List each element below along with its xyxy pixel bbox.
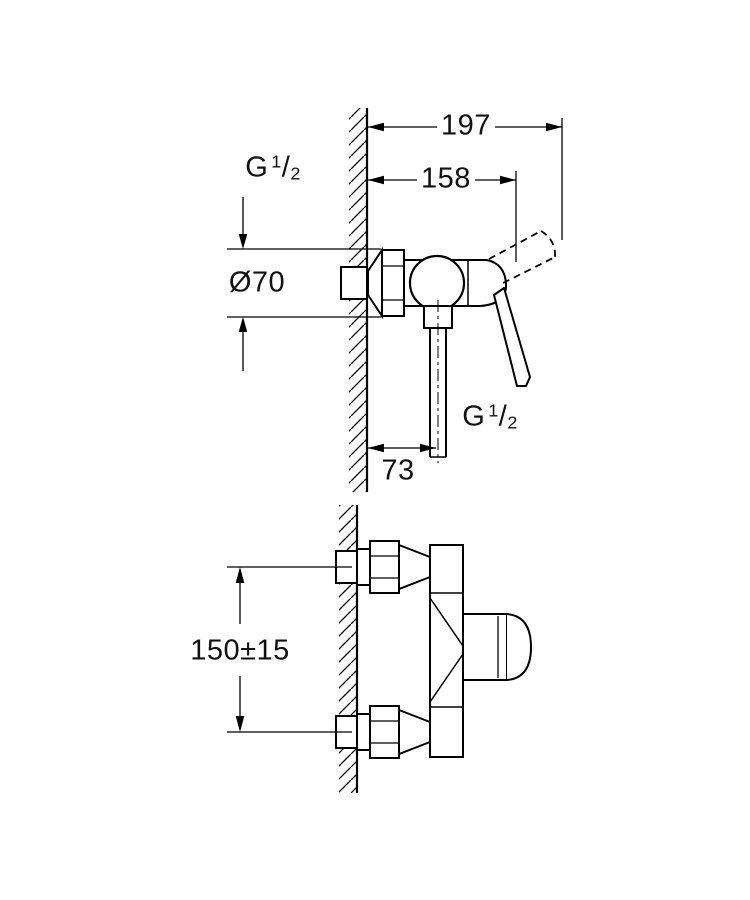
front-view-mixer-body <box>335 540 533 759</box>
dimension-158-label: 158 <box>417 164 475 194</box>
escutcheon-cone <box>367 246 383 320</box>
front-view-wall-section <box>339 505 359 793</box>
inlet-nut-side <box>340 266 368 300</box>
side-view-mixer-body <box>340 230 556 463</box>
mixer-body-front <box>429 544 464 758</box>
body-end-cap <box>479 259 508 307</box>
front-view-dimensions <box>227 566 352 733</box>
side-view-dimensions <box>227 118 563 453</box>
dimension-197-label: 197 <box>437 111 495 141</box>
knob-front <box>462 613 533 681</box>
escutcheon-diameter-label: Ø70 <box>224 268 290 298</box>
knob-flange-circle <box>408 254 466 312</box>
lever-lowered <box>493 287 531 387</box>
union-collar <box>381 249 405 317</box>
dimension-73-label: 73 <box>377 456 419 486</box>
lever-raised-dashed <box>488 230 556 284</box>
bottom-inlet-union <box>335 705 431 759</box>
dimension-150-label: 150±15 <box>186 636 294 666</box>
